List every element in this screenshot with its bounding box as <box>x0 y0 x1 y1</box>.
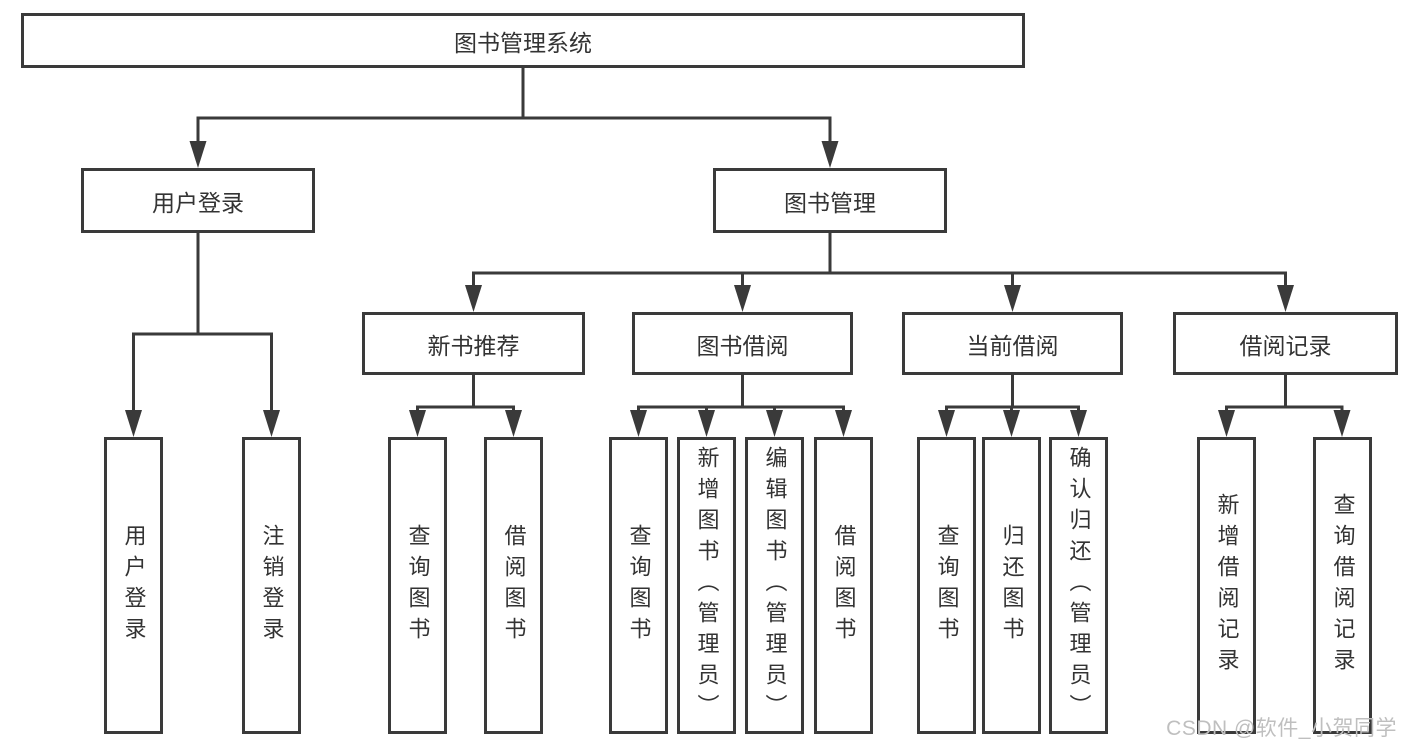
node-borrow-records: 借阅记录 <box>1173 312 1398 375</box>
leaf-add-book-admin: 新增图书（管理员） <box>677 437 736 734</box>
leaf-edit-book-admin: 编辑图书（管理员） <box>745 437 804 734</box>
leaf-label: 查询图书 <box>405 523 431 648</box>
node-book-management: 图书管理 <box>713 168 947 233</box>
arrowhead-icons <box>125 141 1351 437</box>
leaf-query-book-recommend: 查询图书 <box>388 437 447 734</box>
leaf-label: 新增借阅记录 <box>1214 492 1240 679</box>
leaf-label: 编辑图书（管理员） <box>762 446 788 725</box>
node-library-system: 图书管理系统 <box>21 13 1025 68</box>
leaf-label: 借阅图书 <box>831 523 857 648</box>
leaf-label: 查询图书 <box>626 523 652 648</box>
leaf-label: 用户登录 <box>121 523 147 648</box>
csdn-watermark: CSDN @软件_小贺同学 <box>1166 717 1397 740</box>
leaf-query-borrow-record: 查询借阅记录 <box>1313 437 1372 734</box>
node-user-login: 用户登录 <box>81 168 315 233</box>
leaf-user-login: 用户登录 <box>104 437 163 734</box>
leaf-label: 确认归还（管理员） <box>1066 446 1092 725</box>
leaf-query-book-current: 查询图书 <box>917 437 976 734</box>
leaf-label: 查询借阅记录 <box>1330 492 1356 679</box>
leaf-label: 注销登录 <box>259 523 285 648</box>
node-book-borrow: 图书借阅 <box>632 312 853 375</box>
leaf-query-book-borrow: 查询图书 <box>609 437 668 734</box>
node-current-borrow: 当前借阅 <box>902 312 1123 375</box>
leaf-borrow-book-recommend: 借阅图书 <box>484 437 543 734</box>
node-new-book-recommend: 新书推荐 <box>362 312 585 375</box>
leaf-borrow-book: 借阅图书 <box>814 437 873 734</box>
leaf-label: 新增图书（管理员） <box>694 446 720 725</box>
leaf-label: 归还图书 <box>999 523 1025 648</box>
leaf-logout: 注销登录 <box>242 437 301 734</box>
leaf-add-borrow-record: 新增借阅记录 <box>1197 437 1256 734</box>
leaf-confirm-return-admin: 确认归还（管理员） <box>1049 437 1108 734</box>
leaf-return-book: 归还图书 <box>982 437 1041 734</box>
leaf-label: 借阅图书 <box>501 523 527 648</box>
leaf-label: 查询图书 <box>934 523 960 648</box>
